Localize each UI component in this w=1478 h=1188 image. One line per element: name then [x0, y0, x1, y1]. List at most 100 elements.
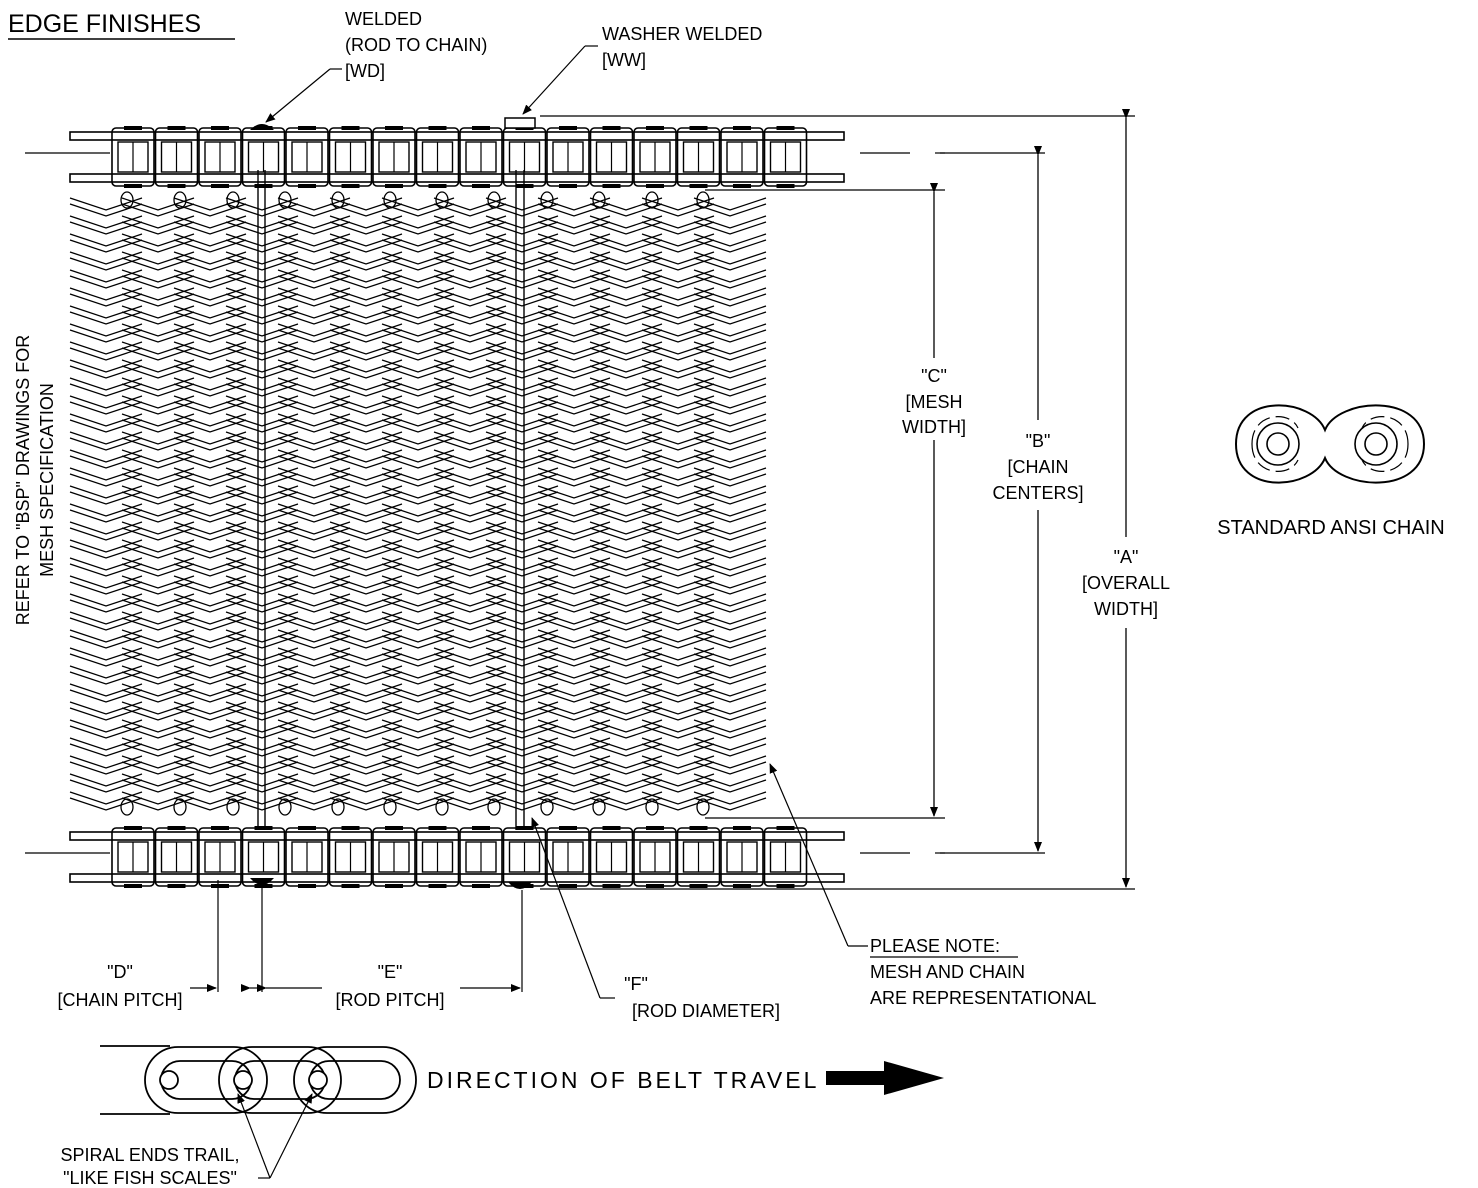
- mesh-spiral-segment: [589, 635, 663, 649]
- mesh-spiral-segment: [225, 455, 299, 469]
- mesh-spiral-segment: [329, 419, 403, 433]
- mesh-spiral-segment: [589, 395, 663, 409]
- mesh-spiral-segment: [693, 401, 767, 415]
- chain-pin-head: [211, 826, 229, 830]
- mesh-spiral-segment: [693, 287, 767, 301]
- mesh-spiral-segment: [225, 359, 299, 373]
- chain-pin-head: [254, 884, 273, 888]
- mesh-spiral-segment: [433, 485, 507, 499]
- mesh-spiral-segment: [641, 395, 715, 409]
- mesh-spiral-segment: [121, 527, 195, 541]
- welded-callout: WELDED (ROD TO CHAIN) [WD]: [265, 9, 487, 123]
- mesh-spiral-segment: [173, 581, 247, 595]
- mesh-spiral-segment: [381, 275, 455, 289]
- mesh-spiral-segment: [69, 593, 143, 607]
- dim-b-line3: CENTERS]: [992, 483, 1083, 503]
- mesh-spiral-segment: [225, 683, 299, 697]
- mesh-spiral-segment: [329, 683, 403, 697]
- mesh-spiral-segment: [485, 347, 559, 361]
- mesh-spiral-segment: [121, 341, 195, 355]
- washer-welded-line1: WASHER WELDED: [602, 24, 762, 44]
- mesh-spiral-segment: [121, 329, 195, 343]
- mesh-spiral-segment: [173, 329, 247, 343]
- mesh-spiral-segment: [537, 329, 611, 343]
- mesh-spiral-segment: [589, 503, 663, 517]
- mesh-spiral-segment: [537, 779, 611, 793]
- mesh-spiral-segment: [433, 293, 507, 307]
- mesh-spiral-segment: [121, 239, 195, 253]
- dimension-a: "A" [OVERALL WIDTH]: [1082, 109, 1170, 888]
- mesh-spiral-segment: [537, 593, 611, 607]
- mesh-spiral-segment: [589, 689, 663, 703]
- mesh-spiral-segment: [381, 437, 455, 451]
- mesh-spiral-segment: [485, 683, 559, 697]
- mesh-spiral-segment: [69, 467, 143, 481]
- mesh-spiral-segment: [329, 719, 403, 733]
- mesh-spiral-segment: [69, 305, 143, 319]
- mesh-spiral-segment: [537, 359, 611, 373]
- mesh-spiral-segment: [589, 323, 663, 337]
- mesh-spiral-segment: [69, 779, 143, 793]
- mesh-spiral-segment: [381, 269, 455, 283]
- mesh-spiral-segment: [121, 221, 195, 235]
- mesh-spiral-segment: [485, 503, 559, 517]
- mesh-spiral-segment: [641, 485, 715, 499]
- mesh-spiral-segment: [537, 527, 611, 541]
- mesh-spiral-segment: [225, 413, 299, 427]
- mesh-spiral-segment: [537, 629, 611, 643]
- mesh-spiral-segment: [329, 617, 403, 631]
- mesh-spiral-segment: [69, 683, 143, 697]
- chain-pin-head: [559, 184, 577, 188]
- mesh-spiral-segment: [433, 593, 507, 607]
- mesh-spiral-segment: [589, 563, 663, 577]
- mesh-spiral-segment: [433, 239, 507, 253]
- mesh-spiral-segment: [225, 593, 299, 607]
- mesh-spiral-segment: [381, 755, 455, 769]
- mesh-spiral-segment: [433, 215, 507, 229]
- mesh-spiral-segment: [277, 683, 351, 697]
- side-note-line1: REFER TO "BSP" DRAWINGS FOR: [13, 335, 33, 625]
- mesh-spiral-segment: [485, 665, 559, 679]
- mesh-spiral-segment: [485, 419, 559, 433]
- mesh-spiral-segment: [433, 221, 507, 235]
- mesh-spiral-segment: [433, 617, 507, 631]
- spiral-end-loop: [540, 798, 554, 816]
- mesh-spiral-segment: [589, 545, 663, 559]
- mesh-spiral-segment: [173, 563, 247, 577]
- spiral-end-loop: [278, 798, 292, 816]
- mesh-spiral-segment: [485, 197, 559, 211]
- mesh-spiral-segment: [433, 761, 507, 775]
- mesh-spiral-segment: [381, 653, 455, 667]
- chain-pin-head: [341, 184, 360, 188]
- mesh-spiral-segment: [641, 629, 715, 643]
- mesh-spiral-segment: [277, 539, 351, 553]
- mesh-spiral-segment: [433, 251, 507, 265]
- mesh-spiral-segment: [121, 545, 195, 559]
- chain-pin-head: [559, 126, 577, 130]
- mesh-spiral-segment: [433, 503, 507, 517]
- mesh-spiral-segment: [225, 665, 299, 679]
- mesh-spiral-segment: [693, 257, 767, 271]
- mesh-spiral-segment: [69, 647, 143, 661]
- mesh-spiral-segment: [381, 761, 455, 775]
- mesh-spiral-segment: [589, 725, 663, 739]
- chain-pin-head: [298, 884, 316, 888]
- mesh-spiral-segment: [121, 419, 195, 433]
- mesh-spiral-segment: [485, 359, 559, 373]
- mesh-spiral-segment: [537, 215, 611, 229]
- mesh-spiral-segment: [537, 473, 611, 487]
- mesh-spiral-segment: [329, 773, 403, 787]
- mesh-spiral-segment: [121, 365, 195, 379]
- mesh-spiral-segment: [329, 467, 403, 481]
- mesh-spiral-segment: [277, 617, 351, 631]
- mesh-spiral-segment: [537, 707, 611, 721]
- mesh-spiral-segment: [173, 653, 247, 667]
- mesh-spiral-segment: [69, 287, 143, 301]
- mesh-spiral-segment: [225, 401, 299, 415]
- mesh-spiral-segment: [641, 221, 715, 235]
- mesh-spiral-segment: [485, 647, 559, 661]
- mesh-spiral-segment: [69, 701, 143, 715]
- mesh-spiral-segment: [589, 797, 663, 811]
- mesh-spiral-segment: [381, 197, 455, 211]
- mesh-spiral-segment: [589, 683, 663, 697]
